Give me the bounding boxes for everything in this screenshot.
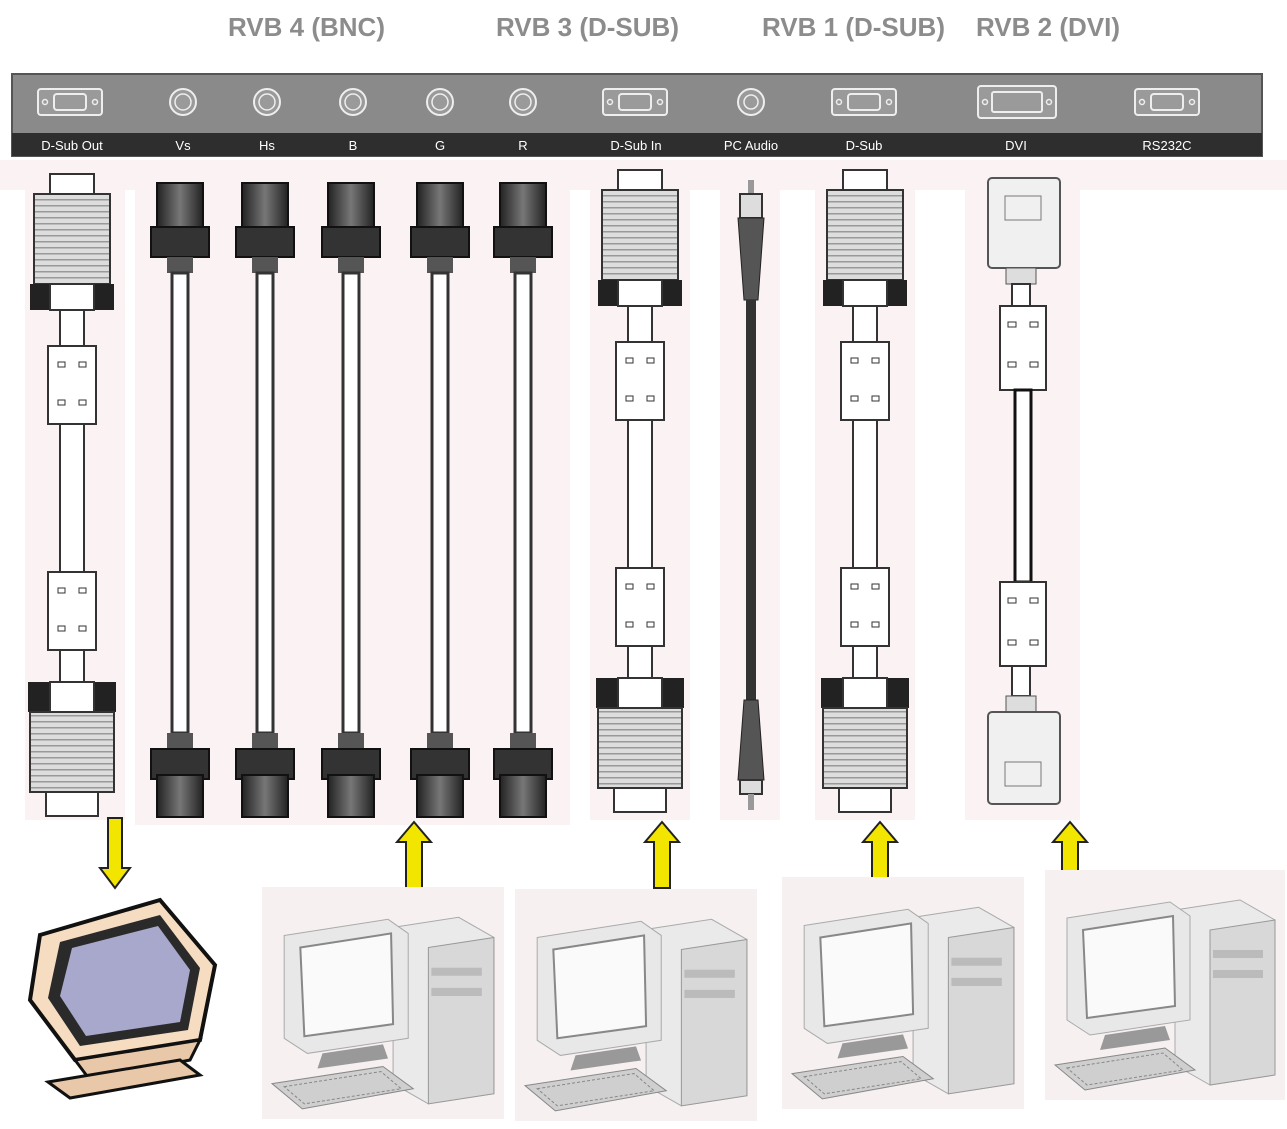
group-label-rvb2: RVB 2 (DVI) [976,12,1120,42]
port-label-dvi: DVI [1005,138,1027,153]
arrow-up-rvb3 [642,820,682,889]
desktop-computer-icon-rvb4 [262,885,504,1121]
desktop-computer-icon-rvb3 [515,887,757,1123]
desktop-computer-icon-rvb1 [782,875,1024,1111]
port-vs[interactable] [169,88,197,116]
port-dsub-out[interactable] [37,88,103,116]
port-label-b: B [349,138,358,153]
port-dsub[interactable] [831,88,897,116]
port-pc-audio[interactable] [737,88,765,116]
arrow-down-monitor [98,817,132,890]
port-b[interactable] [339,88,367,116]
port-label-g: G [435,138,445,153]
group-label-rvb4: RVB 4 (BNC) [228,12,385,42]
port-labels: D-Sub Out Vs Hs B G R D-Sub In PC Audio … [41,138,1191,153]
group-label-rvb1: RVB 1 (D-SUB) [762,12,945,42]
port-hs[interactable] [253,88,281,116]
port-label-hs: Hs [259,138,275,153]
crt-monitor-icon [27,897,218,1100]
port-dsub-in[interactable] [602,88,668,116]
cable-pc-audio [737,180,765,810]
port-label-pc-audio: PC Audio [724,138,778,153]
port-label-rs232c: RS232C [1142,138,1191,153]
desktop-computer-icon-rvb2 [1045,868,1285,1102]
port-label-dsub-out: D-Sub Out [41,138,103,153]
port-label-dsub-in: D-Sub In [610,138,661,153]
port-rs232c[interactable] [1134,88,1200,116]
cable-dvi [987,177,1061,805]
arrow-up-rvb4 [394,820,434,891]
port-label-vs: Vs [175,138,191,153]
port-r[interactable] [509,88,537,116]
port-label-dsub: D-Sub [846,138,883,153]
port-g[interactable] [426,88,454,116]
group-label-rvb3: RVB 3 (D-SUB) [496,12,679,42]
port-dvi[interactable] [977,85,1057,119]
port-label-r: R [518,138,527,153]
